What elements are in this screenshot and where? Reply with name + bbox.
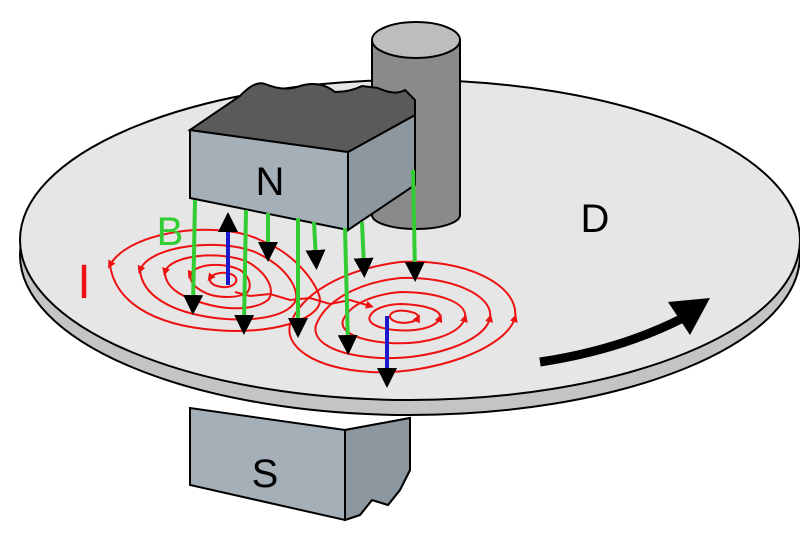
eddy-loop-right-2 xyxy=(314,276,490,360)
south-pole-label: S xyxy=(252,452,279,496)
field-line xyxy=(305,221,326,270)
field-line xyxy=(353,221,374,278)
south-magnet: S xyxy=(189,406,411,522)
field-line xyxy=(337,227,358,355)
eddy-loop-left-2 xyxy=(140,243,298,321)
field-lines xyxy=(183,169,425,355)
north-pole-label: N xyxy=(256,160,285,204)
eddy-loop-right-5 xyxy=(388,309,418,324)
curved-arrow-icon xyxy=(539,298,710,367)
disc-label: D xyxy=(581,197,610,241)
current-label: I xyxy=(77,256,90,309)
eddy-loop-right-3 xyxy=(341,290,466,345)
field-line xyxy=(404,169,425,282)
induced-field-arrows xyxy=(218,212,397,388)
field-line xyxy=(183,199,204,315)
north-magnet: N xyxy=(187,82,416,232)
eddy-loop-left-5 xyxy=(210,271,238,289)
field-line xyxy=(234,209,255,335)
field-label: B xyxy=(157,210,184,254)
eddy-loop-right-4 xyxy=(368,302,440,332)
